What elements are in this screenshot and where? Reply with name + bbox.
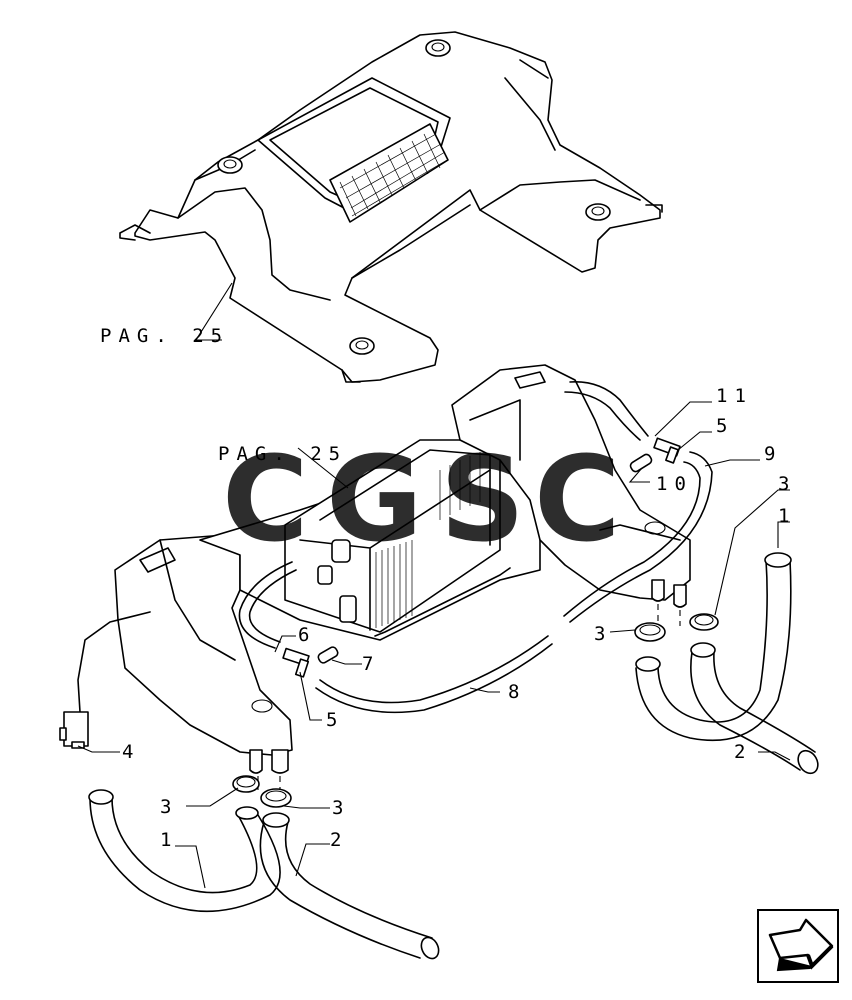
cab-cover-assembly [119, 31, 663, 383]
callout-8: 8 [508, 681, 526, 703]
fastener-knob [349, 337, 375, 355]
callout-7: 7 [362, 653, 380, 675]
electrical-lead [77, 611, 151, 713]
callout-2: 2 [734, 741, 752, 763]
watermark-letter: C [222, 430, 309, 568]
heater-housing-assembly [114, 364, 691, 756]
page-reference-label: PAG. 25 [218, 443, 347, 465]
coolant-hose [635, 552, 819, 775]
callout-10: 10 [656, 473, 693, 495]
callout-5: 5 [326, 709, 344, 731]
watermark-letter: G [326, 430, 423, 568]
t-fitting [653, 437, 681, 464]
watermark-letter: S [440, 430, 525, 568]
short-pipe [317, 453, 653, 664]
outlet-stub [651, 579, 687, 608]
callout-4: 4 [122, 741, 140, 763]
t-fitting [282, 647, 310, 678]
callout-3: 3 [594, 623, 612, 645]
electrical-connector [59, 711, 89, 749]
callout-2: 2 [330, 829, 348, 851]
page-reference-label: PAG. 25 [100, 325, 229, 347]
fastener-knob [585, 203, 611, 221]
drain-hose [238, 381, 713, 714]
hose-clamp [232, 613, 719, 808]
next-page-arrow-icon[interactable] [757, 909, 839, 983]
callout-5: 5 [716, 415, 734, 437]
watermark: C G S C [222, 430, 621, 568]
callout-1: 1 [160, 829, 178, 851]
ventilation-grille [329, 123, 449, 223]
leader-lines [77, 401, 791, 889]
watermark-letter: C [534, 430, 621, 568]
callout-1: 1 [778, 505, 796, 527]
callout-3: 3 [778, 473, 796, 495]
callout-3: 3 [160, 796, 178, 818]
outlet-stub [249, 749, 289, 774]
callout-3: 3 [332, 797, 350, 819]
callout-11: 11 [716, 385, 753, 407]
coolant-hose [88, 789, 440, 960]
fastener-knob [425, 39, 451, 57]
fastener-knob [217, 156, 243, 174]
callout-9: 9 [764, 443, 782, 465]
callout-6: 6 [298, 624, 316, 646]
